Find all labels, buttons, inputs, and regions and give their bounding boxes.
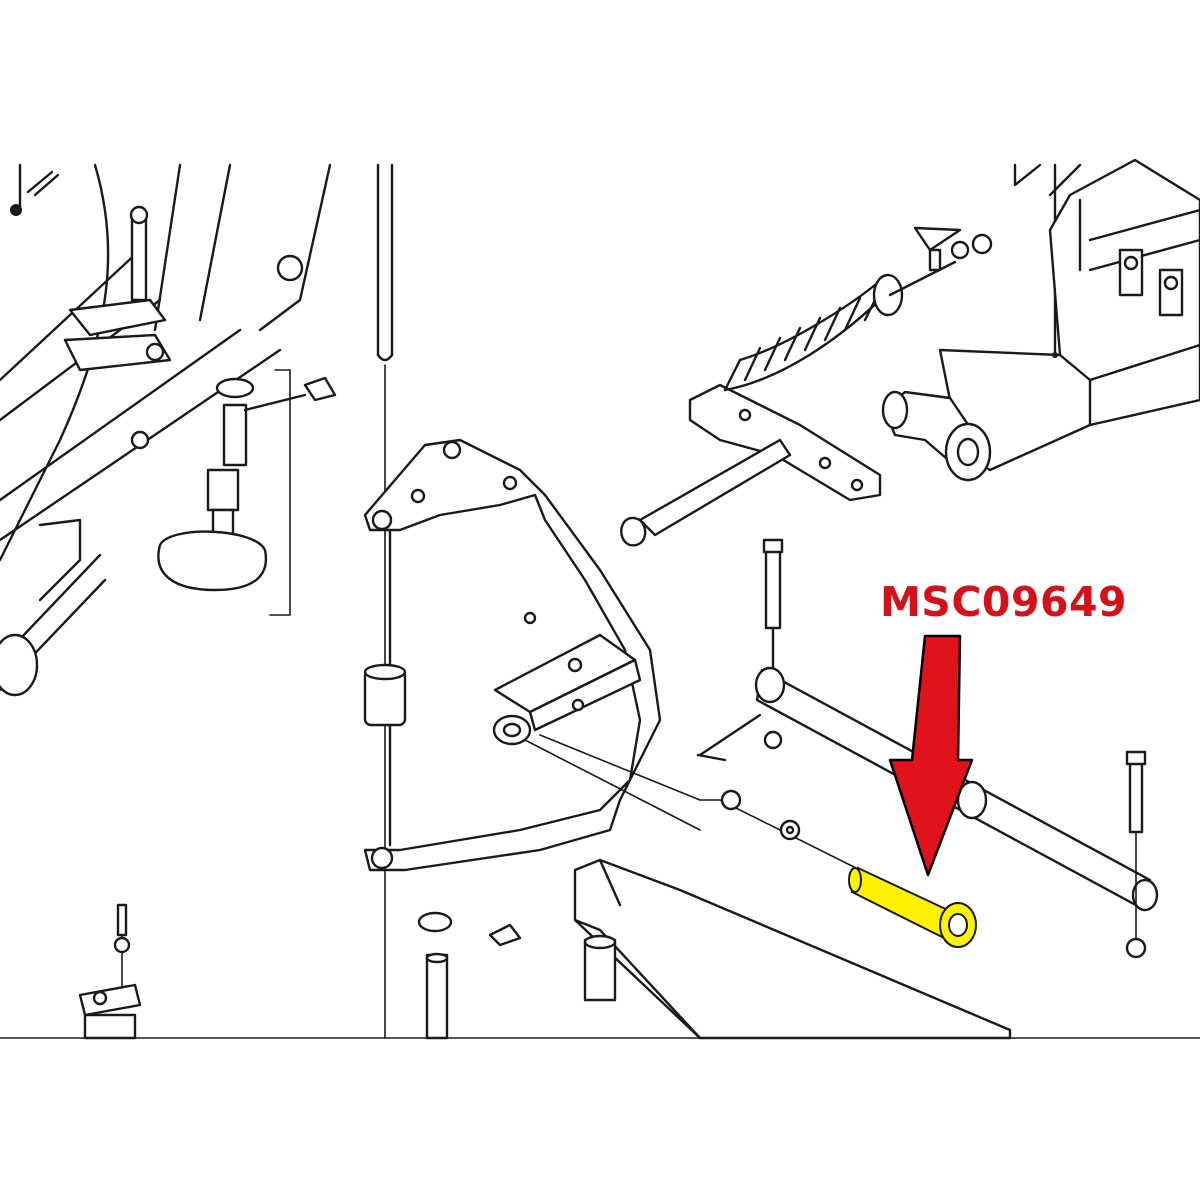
left-bolt bbox=[130, 213, 148, 302]
lower-left-parts bbox=[78, 903, 522, 1040]
lower-beam bbox=[573, 858, 1012, 1040]
pin-icon bbox=[848, 866, 977, 948]
left-nut bbox=[130, 430, 150, 450]
spring-assembly bbox=[620, 226, 993, 547]
left-frame-assembly bbox=[0, 163, 332, 697]
down-arrow-icon bbox=[888, 634, 974, 877]
quadrant-plate bbox=[363, 438, 701, 872]
part-number-label: MSC09649 bbox=[880, 578, 1128, 626]
pin-nut bbox=[720, 789, 742, 811]
coil-spring bbox=[723, 273, 904, 392]
upper-right-frame bbox=[881, 158, 1200, 482]
right-bolt bbox=[1128, 760, 1144, 834]
upper-bolt bbox=[764, 546, 782, 630]
shaft-nut bbox=[763, 730, 783, 750]
skid-shoe-assembly bbox=[157, 369, 337, 616]
right-nut bbox=[1125, 937, 1147, 959]
